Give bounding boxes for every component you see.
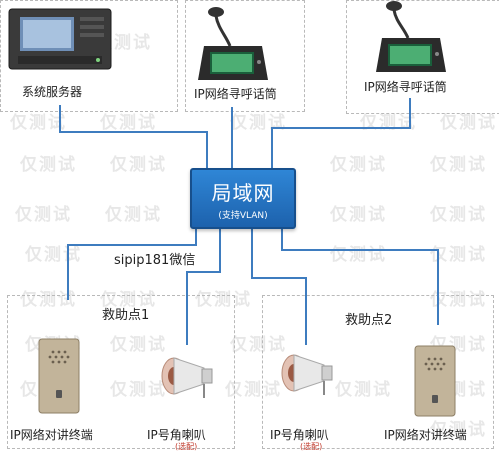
horn-speaker-icon bbox=[161, 357, 213, 398]
intercom1-label: IP网络对讲终端 bbox=[10, 428, 93, 442]
wire-zone2-intercom bbox=[281, 222, 439, 325]
paging1-group-box bbox=[185, 0, 305, 112]
horn2-tag: (选配) bbox=[300, 442, 323, 451]
paging-microphone-icon bbox=[376, 1, 446, 72]
horn1-tag: (选配) bbox=[175, 442, 198, 451]
paging2-group-box bbox=[346, 0, 499, 114]
server-icon bbox=[8, 8, 112, 70]
lan-hub: 局域网 (支持VLAN) bbox=[190, 168, 296, 229]
intercom-terminal-icon bbox=[38, 338, 80, 414]
zone1-label: 救助点1 bbox=[102, 308, 150, 323]
wire-zone2-horn bbox=[251, 222, 307, 345]
wire-zone1-horn bbox=[186, 222, 221, 345]
paging-microphone-icon bbox=[198, 7, 268, 80]
intercom2-label: IP网络对讲终端 bbox=[384, 428, 467, 442]
horn1-label: IP号角喇叭 bbox=[147, 428, 206, 442]
paging1-label: IP网络寻呼话筒 bbox=[194, 87, 277, 101]
zone2-box bbox=[262, 295, 494, 449]
wire-paging2 bbox=[271, 98, 411, 170]
zone1-box bbox=[7, 295, 235, 449]
wire-zone1-intercom bbox=[67, 222, 197, 300]
horn-speaker-icon bbox=[281, 354, 333, 395]
wire-server bbox=[59, 105, 208, 170]
zone2-label: 救助点2 bbox=[345, 313, 393, 328]
server-label: 系统服务器 bbox=[22, 85, 83, 99]
lan-hub-title: 局域网 bbox=[211, 181, 275, 205]
caption: sipip181微信 bbox=[112, 249, 198, 268]
lan-hub-subtitle: (支持VLAN) bbox=[218, 211, 268, 221]
paging2-label: IP网络寻呼话筒 bbox=[364, 80, 447, 94]
horn2-label: IP号角喇叭 bbox=[270, 428, 329, 442]
intercom-terminal-icon bbox=[414, 345, 456, 417]
server-group-box bbox=[0, 0, 178, 112]
